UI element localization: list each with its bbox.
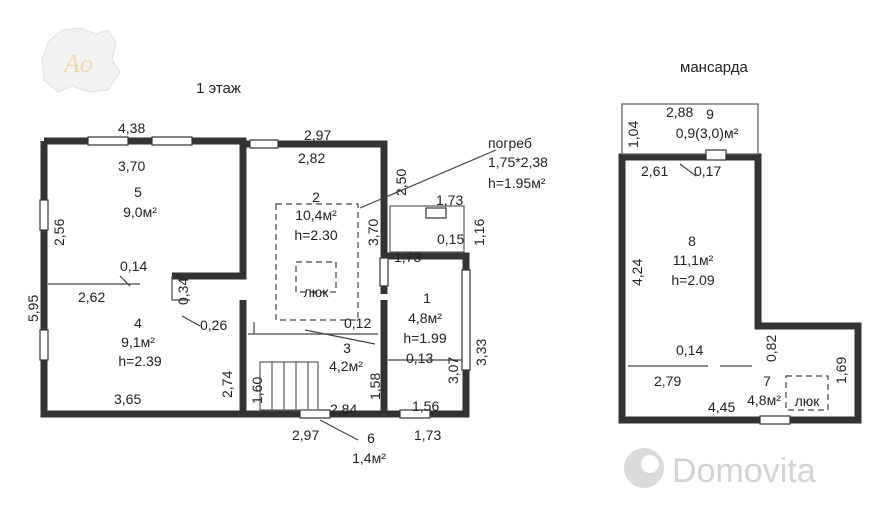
dimension-label: 1,60 xyxy=(249,377,265,404)
dimension-label: 0,14 xyxy=(676,342,703,358)
dimension-label: 1,73 xyxy=(394,249,421,265)
room-number: 4 xyxy=(134,315,142,331)
dimension-label: 2,56 xyxy=(51,219,67,246)
cellar-label: погреб xyxy=(488,135,532,151)
dimension-label: 0,15 xyxy=(437,231,464,247)
room-number: 6 xyxy=(367,430,375,446)
room-number: 8 xyxy=(688,233,696,249)
room-number: 2 xyxy=(312,189,320,205)
dimension-label: 1,73 xyxy=(414,427,441,443)
dimension-label: 3,70 xyxy=(118,158,145,174)
room-height: h=2.39 xyxy=(118,353,161,369)
svg-text:Ao: Ao xyxy=(62,49,93,78)
cellar-note: погреб 1,75*2,38 h=1.95м² xyxy=(488,135,548,191)
dimension-label: 1,69 xyxy=(833,357,849,384)
room-area: 4,8м² xyxy=(408,310,442,326)
room-number: 3 xyxy=(343,340,351,356)
dimension-label: 0,14 xyxy=(120,258,147,274)
attic-plan xyxy=(618,103,862,425)
dimension-label: 2,74 xyxy=(219,371,235,398)
room-area: 4,2м² xyxy=(329,358,363,374)
attic-title: мансарда xyxy=(680,59,749,76)
dimension-label: 3,70 xyxy=(365,219,381,246)
dimension-label: 3,07 xyxy=(445,357,461,384)
hatch-label: люк xyxy=(304,284,330,300)
room-area: 4,8м² xyxy=(747,392,781,408)
room-6-label: 6 1,4м² xyxy=(352,430,386,466)
dimension-label: 3,33 xyxy=(473,339,489,366)
room-height: h=2.30 xyxy=(294,227,337,243)
dimension-label: 2,62 xyxy=(78,289,105,305)
room-area: 11,1м² xyxy=(673,252,714,268)
dimension-label: 0,13 xyxy=(406,350,433,366)
room-2-label: 2 10,4м² h=2.30 люк xyxy=(294,189,337,300)
room-3-label: 3 4,2м² xyxy=(329,340,363,374)
belarus-map-logo: Ao xyxy=(41,27,121,93)
room-number: 9 xyxy=(706,106,714,122)
dimension-label: 3,65 xyxy=(114,391,141,407)
room-8-label: 8 11,1м² h=2.09 xyxy=(671,233,714,288)
cellar-size: 1,75*2,38 xyxy=(488,154,548,170)
dimension-label: 2,97 xyxy=(304,127,331,143)
room-area: 9,0м² xyxy=(123,204,157,220)
room-number: 7 xyxy=(763,373,771,389)
dimension-label: 2,61 xyxy=(641,163,668,179)
room-9-label: 9 0,9(3,0)м² xyxy=(676,106,739,141)
dimension-label: 4,45 xyxy=(708,399,735,415)
dimension-label: 0,26 xyxy=(200,317,227,333)
dimension-label: 0,17 xyxy=(694,163,721,179)
room-area: 10,4м² xyxy=(295,207,337,223)
dimension-label: 4,38 xyxy=(118,120,145,136)
dimension-label: 2,82 xyxy=(298,150,325,166)
dimension-label: 1,73 xyxy=(436,192,463,208)
hatch-label: люк xyxy=(795,393,821,409)
room-area: 1,4м² xyxy=(352,450,386,466)
dimension-label: 0,82 xyxy=(763,335,779,362)
watermark-text: Domovita xyxy=(672,452,816,490)
floor1-title: 1 этаж xyxy=(196,80,241,97)
room-number: 1 xyxy=(423,290,431,306)
dimension-label: 1,04 xyxy=(625,121,641,148)
dimension-label: 0,12 xyxy=(344,315,371,331)
dimension-label: 1,58 xyxy=(367,373,383,400)
dimension-label: 2,97 xyxy=(292,427,319,443)
room-4-label: 4 9,1м² h=2.39 xyxy=(118,315,161,369)
room-7-label: 7 4,8м² люк xyxy=(747,373,820,409)
dimension-label: 0,34 xyxy=(175,278,191,305)
dimension-label: 2,88 xyxy=(666,104,693,120)
room-1-label: 1 4,8м² h=1.99 xyxy=(403,290,446,346)
domovita-watermark: Domovita xyxy=(624,448,816,490)
staircase xyxy=(259,361,319,411)
dimension-label: 2,79 xyxy=(654,373,681,389)
room-area: 9,1м² xyxy=(121,334,155,350)
room-number: 5 xyxy=(134,184,142,200)
room-height: h=2.09 xyxy=(671,272,714,288)
dimension-label: 1,56 xyxy=(412,398,439,414)
dimension-label: 4,24 xyxy=(629,259,645,286)
room-height: h=1.99 xyxy=(403,330,446,346)
cellar-height: h=1.95м² xyxy=(488,175,546,191)
dimension-label: 2,50 xyxy=(393,169,409,196)
dimension-label: 5,95 xyxy=(25,295,41,322)
room-area: 0,9(3,0)м² xyxy=(676,125,739,141)
floor1-plan xyxy=(39,136,497,441)
dimension-label: 2,84 xyxy=(330,401,357,417)
dimension-label: 1,16 xyxy=(471,219,487,246)
room-5-label: 5 9,0м² xyxy=(123,184,157,220)
